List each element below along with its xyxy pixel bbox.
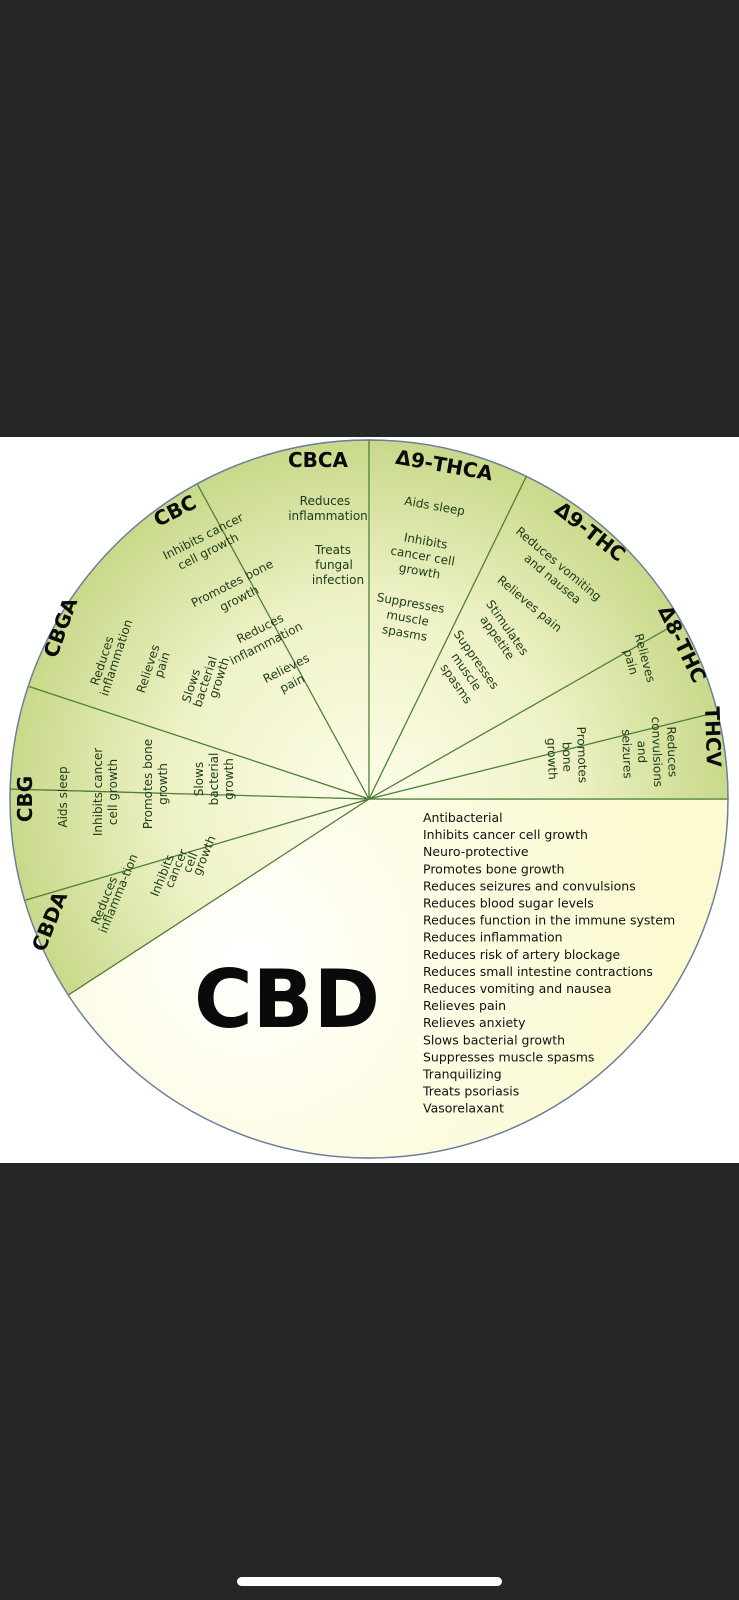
cbd-title: CBD <box>194 953 380 1046</box>
effect-line: cell growth <box>106 759 120 825</box>
cbd-effect-item: Reduces risk of artery blockage <box>423 947 621 962</box>
effect-line: Promotes bone <box>141 739 155 829</box>
cbd-effect-item: Relieves pain <box>423 998 506 1013</box>
cbd-effect-item: Reduces seizures and convulsions <box>423 878 636 893</box>
effect-line: Treats <box>314 543 351 557</box>
cbd-effect-item: Reduces vomiting and nausea <box>423 981 611 996</box>
cbd-effect-item: Reduces inflammation <box>423 930 563 945</box>
effect-line: Reduces <box>664 726 680 777</box>
effect-line: Promotes <box>574 726 590 783</box>
effect-line: pain <box>621 648 641 677</box>
effect-line: convulsions <box>649 716 665 787</box>
effect-line: Slows <box>192 762 206 796</box>
effect-cbg-0: Aids sleep <box>56 766 70 827</box>
cbd-effect-item: Neuro-protective <box>423 844 529 859</box>
effect-line: infection <box>312 573 364 587</box>
effect-line: growth <box>156 763 170 805</box>
segment-name-cbg: CBG <box>13 776 37 822</box>
cbd-effect-item: Relieves anxiety <box>423 1015 526 1030</box>
cbd-effect-item: Slows bacterial growth <box>423 1032 565 1047</box>
cbd-effect-item: Reduces blood sugar levels <box>423 896 594 911</box>
effect-line: Reduces <box>300 494 351 508</box>
effect-line: growth <box>544 738 559 780</box>
effect-line: fungal <box>315 558 353 572</box>
effect-line: bacterial <box>207 753 221 806</box>
effect-line: Inhibits cancer <box>91 748 105 836</box>
effect-line: inflammation <box>288 509 368 523</box>
effect-line: growth <box>222 758 236 800</box>
effect-line: seizures <box>619 729 635 779</box>
wheel-rim <box>9 439 729 1159</box>
segment-name-thcv: THCV <box>700 706 726 768</box>
effect-line: bone <box>559 742 574 772</box>
cbd-effect-item: Promotes bone growth <box>423 861 564 876</box>
cbd-effect-item: Reduces small intestine contractions <box>423 964 653 979</box>
cbd-effect-item: Suppresses muscle spasms <box>423 1049 594 1064</box>
cbd-effect-item: Vasorelaxant <box>423 1101 504 1116</box>
cbd-effect-item: Reduces function in the immune system <box>423 913 675 928</box>
segment-name-cbca: CBCA <box>288 448 349 472</box>
cbd-effect-item: Inhibits cancer cell growth <box>423 827 588 842</box>
cbd-effect-item: Tranquilizing <box>422 1067 502 1082</box>
cbd-effect-item: Antibacterial <box>423 810 503 825</box>
home-indicator[interactable] <box>237 1577 502 1586</box>
effect-line: and <box>635 740 650 763</box>
effect-line: Aids sleep <box>56 766 70 827</box>
cbd-effect-item: Treats psoriasis <box>422 1084 519 1099</box>
